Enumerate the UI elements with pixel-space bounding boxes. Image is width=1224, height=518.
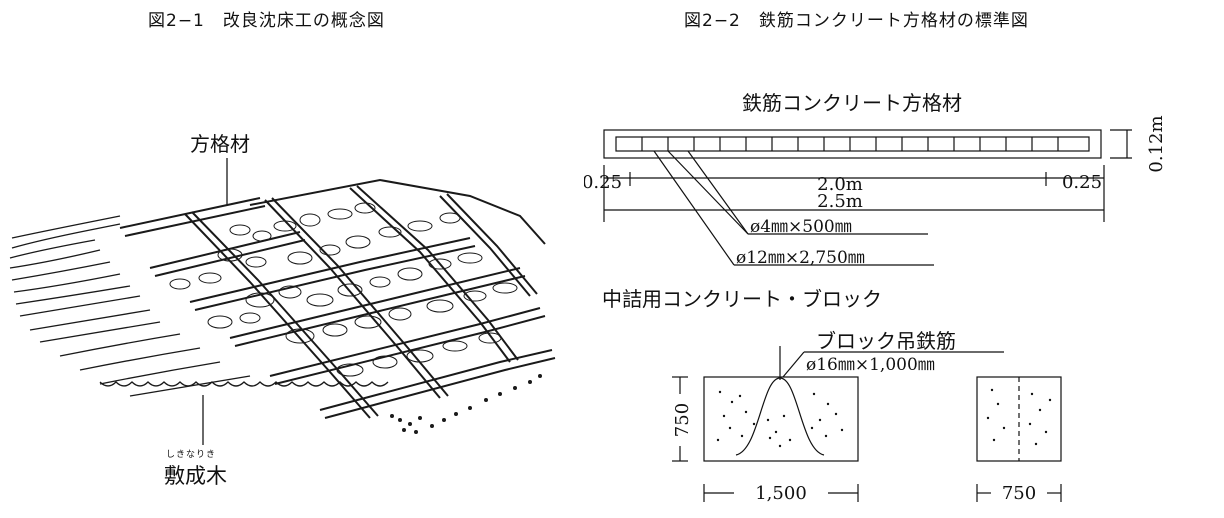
grid-poles-transverse — [184, 185, 538, 419]
rebar-large-label: ø12㎜×2,750㎜ — [736, 248, 865, 268]
dim-block-height-label: 750 — [672, 403, 693, 437]
dim-block-width-label: 1,500 — [755, 483, 807, 504]
dim-mid-label: 2.0m — [817, 174, 863, 195]
beam-title: 鉄筋コンクリート方格材 — [742, 91, 962, 115]
lift-rebar-label: ブロック吊鉄筋 — [816, 329, 956, 353]
stone-fill — [169, 202, 518, 377]
mattress-illustration — [9, 158, 556, 445]
lift-rebar-curve — [735, 377, 825, 456]
dim-left-label: 0.25 — [584, 172, 622, 193]
seabed-texture — [390, 374, 542, 434]
dim-height-label: 0.12m — [1146, 115, 1167, 172]
block-front-outline — [703, 376, 859, 462]
mattress-bottom-edge — [99, 381, 389, 387]
leader-rebar-large — [653, 150, 735, 266]
dim-right-label: 0.25 — [1062, 172, 1102, 193]
rebar-small-label: ø4㎜×500㎜ — [750, 217, 852, 237]
leader-rebar-small-b — [687, 150, 749, 235]
label-bedding-timber: 敷成木 — [164, 464, 227, 488]
label-ruby-bedding-timber: しきなりき — [166, 450, 217, 460]
leader-lift-rebar — [782, 351, 805, 378]
lift-rebar-spec: ø16㎜×1,000㎜ — [806, 355, 935, 375]
beam-outline — [603, 129, 1102, 159]
leader-rebar-small-a — [667, 150, 749, 235]
label-grid-frame: 方格材 — [190, 132, 250, 156]
block-title: 中詰用コンクリート・ブロック — [602, 287, 882, 311]
side-logs — [9, 215, 251, 397]
concrete-aggregate-dots — [716, 388, 1052, 448]
figure-2-title: 図2−2 鉄筋コンクリート方格材の標準図 — [684, 11, 1029, 31]
figure-1-title: 図2−1 改良沈床工の概念図 — [148, 11, 385, 31]
beam-inner-bar — [615, 136, 1090, 152]
rc-frame-drawing: 鉄筋コンクリート方格材 0.12m 0.25 2.0m 0.25 2.5m ø4… — [584, 91, 1167, 504]
dim-block-side-label: 750 — [1002, 483, 1036, 504]
dim-total-label: 2.5m — [817, 191, 863, 212]
beam-stirrups — [641, 137, 1059, 151]
